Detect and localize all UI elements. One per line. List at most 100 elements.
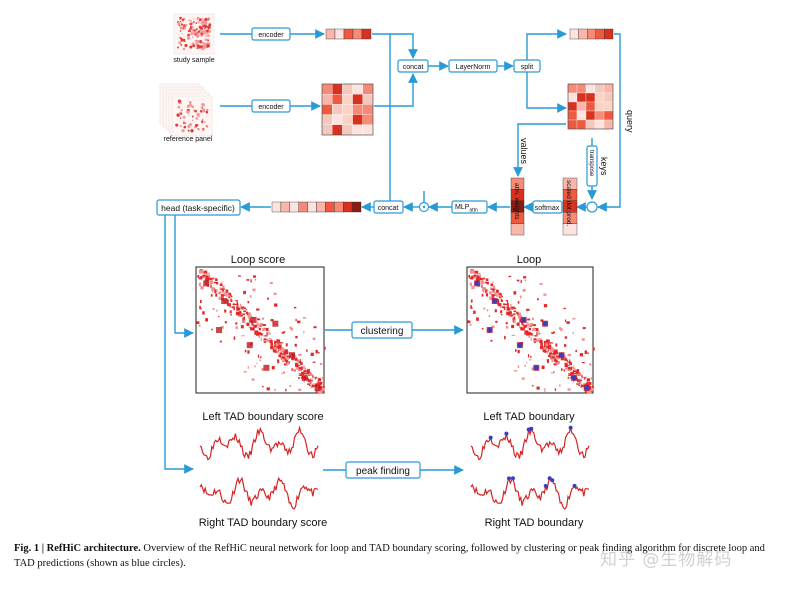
matrix-cell (362, 94, 374, 105)
bar-cell (510, 223, 525, 236)
contact-pixel (206, 277, 210, 281)
hic-contact-dot (197, 30, 200, 34)
contact-pixel (318, 351, 320, 354)
contact-pixel (311, 384, 315, 388)
contact-pixel (276, 339, 279, 341)
contact-pixel (572, 317, 576, 320)
contact-pixel (270, 338, 273, 341)
contact-pixel (558, 384, 561, 387)
contact-pixel (273, 346, 278, 350)
hic-contact-dot (179, 30, 182, 32)
hic-contact-dot (191, 26, 194, 29)
hic-contact-dot (179, 125, 182, 128)
contact-pixel (544, 351, 548, 353)
contact-pixel (476, 276, 480, 278)
contact-pixel (284, 353, 286, 357)
matrix-cell (352, 104, 363, 115)
contact-pixel (506, 306, 509, 309)
contact-pixel (554, 349, 558, 353)
contact-pixel (567, 361, 569, 365)
contact-pixel (296, 320, 301, 324)
contact-pixel (235, 326, 238, 329)
contact-pixel (529, 323, 534, 326)
contact-pixel (313, 383, 316, 386)
contact-pixel (295, 364, 299, 368)
contact-pixel (219, 297, 223, 299)
hic-contact-dot (183, 38, 186, 41)
contact-pixel (498, 293, 501, 297)
hic-contact-dot (193, 29, 196, 32)
matrix-cell (585, 119, 596, 130)
contact-pixel (586, 381, 589, 384)
contact-hotspot (221, 298, 228, 305)
hic-contact-dot (206, 44, 210, 48)
contact-pixel (481, 284, 483, 288)
predicted-boundary-marker (550, 478, 555, 483)
contact-pixel (568, 374, 570, 376)
matrix-cell (332, 94, 343, 105)
contact-pixel (518, 312, 520, 316)
contact-pixel (584, 377, 587, 379)
contact-pixel (262, 324, 266, 327)
contact-pixel (526, 333, 530, 336)
matrix-cell (585, 110, 596, 121)
contact-pixel (200, 270, 204, 274)
vector-cell (289, 201, 299, 213)
contact-pixel (242, 317, 245, 320)
hic-contact-dot (191, 36, 194, 38)
contact-pixel (211, 287, 215, 291)
flow-arrow (164, 215, 194, 474)
contact-pixel (285, 351, 289, 355)
contact-pixel (508, 306, 511, 309)
contact-pixel (237, 311, 241, 315)
hic-contact-dot (202, 42, 206, 46)
left-tad-boundary-signal (470, 425, 590, 461)
contact-pixel (560, 368, 563, 371)
contact-pixel (547, 349, 550, 352)
contact-pixel (492, 288, 496, 291)
contact-pixel (560, 328, 563, 332)
contact-pixel (488, 291, 491, 294)
contact-pixel (304, 367, 307, 371)
contact-pixel (491, 294, 495, 297)
contact-pixel (496, 289, 499, 293)
contact-pixel (470, 299, 473, 303)
contact-pixel (517, 313, 519, 316)
contact-pixel (230, 298, 232, 302)
contact-pixel (299, 367, 301, 370)
contact-pixel (575, 371, 580, 375)
hic-contact-dot (190, 30, 192, 32)
contact-pixel (471, 285, 475, 290)
vector-cell (578, 28, 588, 40)
matrix-cell (585, 101, 596, 112)
contact-pixel (524, 330, 529, 334)
contact-pixel (240, 308, 245, 310)
contact-pixel (581, 383, 583, 385)
contact-pixel (255, 362, 258, 364)
contact-pixel (271, 365, 275, 370)
vector-cell (587, 28, 597, 40)
contact-pixel (586, 378, 591, 382)
contact-pixel (545, 346, 549, 350)
contact-pixel (231, 306, 235, 309)
contact-pixel (269, 332, 272, 334)
contact-pixel (586, 390, 589, 394)
contact-pixel (298, 369, 302, 372)
contact-pixel (532, 317, 534, 320)
contact-pixel (490, 283, 494, 287)
contact-pixel (297, 359, 299, 362)
contact-pixel (576, 369, 580, 373)
contact-hotspot (250, 316, 257, 323)
hic-contact-dot (192, 109, 195, 111)
contact-pixel (200, 286, 204, 290)
hic-contact-dot (181, 18, 185, 21)
contact-pixel (254, 330, 259, 334)
encoder-label-reference: encoder (258, 104, 284, 111)
hic-contact-dot (179, 20, 182, 23)
contact-pixel (579, 381, 581, 383)
contact-pixel (468, 274, 471, 278)
vector-cell (569, 28, 579, 40)
contact-pixel (252, 288, 256, 292)
contact-pixel (254, 365, 256, 368)
multiply-node-dot (422, 205, 426, 209)
